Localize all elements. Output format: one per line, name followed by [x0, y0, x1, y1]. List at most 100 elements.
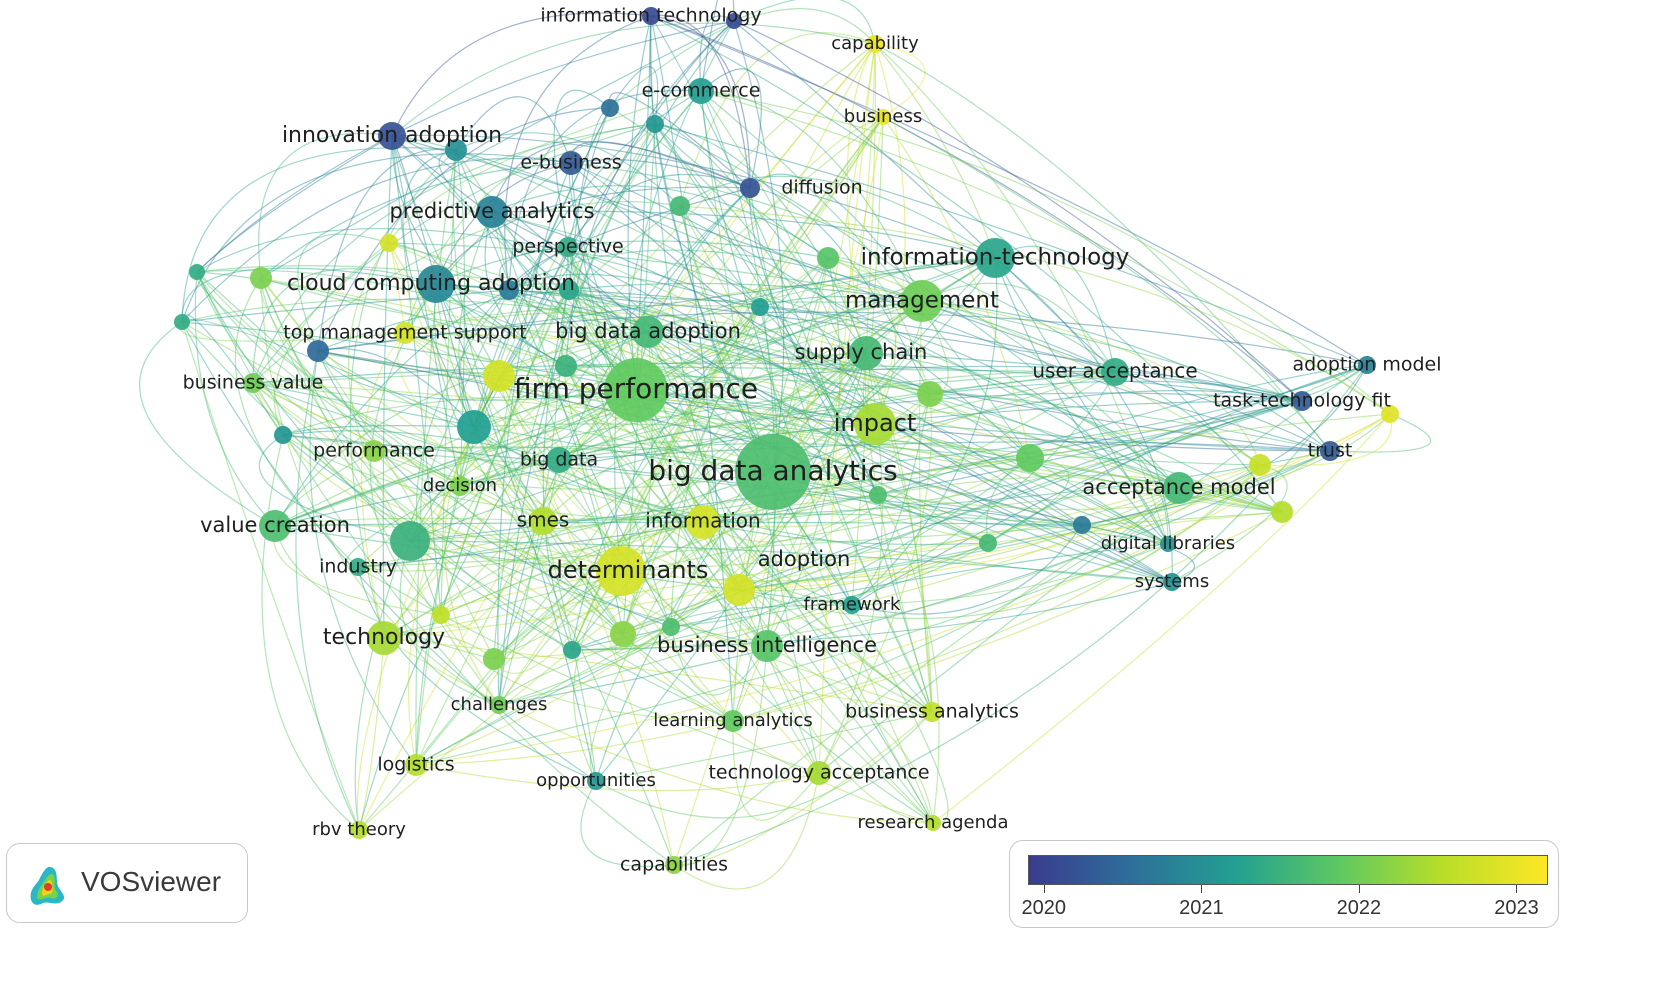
- keyword-node-information-technology[interactable]: [975, 238, 1015, 278]
- keyword-node-business-value[interactable]: [243, 373, 263, 393]
- keyword-node[interactable]: [457, 410, 491, 444]
- keyword-label-determinants[interactable]: determinants: [548, 556, 709, 584]
- keyword-node[interactable]: [307, 340, 329, 362]
- keyword-node-business[interactable]: [875, 109, 891, 125]
- keyword-node[interactable]: [979, 534, 997, 552]
- keyword-node-user-acceptance[interactable]: [1101, 358, 1129, 386]
- keyword-label-technology[interactable]: technology: [323, 625, 445, 650]
- keyword-node[interactable]: [274, 426, 292, 444]
- keyword-label-business-intelligence[interactable]: business intelligence: [657, 633, 877, 657]
- keyword-node[interactable]: [380, 234, 398, 252]
- keyword-node-challenges[interactable]: [490, 696, 508, 714]
- keyword-node[interactable]: [563, 641, 581, 659]
- keyword-label-big-data[interactable]: big data: [520, 449, 598, 471]
- keyword-node[interactable]: [670, 196, 690, 216]
- keyword-node-task-technology-fit[interactable]: [1292, 391, 1312, 411]
- keyword-node-business-analytics[interactable]: [922, 702, 942, 722]
- keyword-label-smes[interactable]: smes: [517, 508, 570, 532]
- keyword-node[interactable]: [250, 267, 272, 289]
- keyword-node-value-creation[interactable]: [259, 510, 291, 542]
- keyword-node-business-intelligence[interactable]: [751, 630, 783, 662]
- keyword-label-learning-analytics[interactable]: learning analytics: [653, 710, 813, 731]
- keyword-label-e-business[interactable]: e-business: [520, 152, 621, 174]
- keyword-node-management[interactable]: [901, 280, 943, 322]
- keyword-label-industry[interactable]: industry: [319, 556, 397, 578]
- keyword-node-top-management-support[interactable]: [394, 322, 416, 344]
- keyword-node-logistics[interactable]: [405, 754, 427, 776]
- keyword-node[interactable]: [726, 13, 742, 29]
- keyword-node-big-data[interactable]: [546, 447, 572, 473]
- keyword-label-rbv-theory[interactable]: rbv theory: [312, 819, 406, 840]
- keyword-label-challenges[interactable]: challenges: [451, 694, 548, 715]
- keyword-node[interactable]: [869, 486, 887, 504]
- keyword-label-adoption[interactable]: adoption: [758, 547, 851, 571]
- keyword-node-capability[interactable]: [866, 35, 884, 53]
- keyword-node-digital-libraries[interactable]: [1160, 536, 1176, 552]
- keyword-label-logistics[interactable]: logistics: [377, 754, 454, 776]
- keyword-label-big-data-analytics[interactable]: big data analytics: [648, 454, 897, 487]
- keyword-label-adoption-model[interactable]: adoption model: [1293, 354, 1442, 376]
- keyword-node[interactable]: [555, 355, 577, 377]
- keyword-node-industry[interactable]: [349, 558, 367, 576]
- keyword-label-management[interactable]: management: [845, 288, 999, 314]
- keyword-node-diffusion[interactable]: [740, 178, 760, 198]
- keyword-node-decision[interactable]: [450, 476, 470, 496]
- keyword-label-digital-libraries[interactable]: digital libraries: [1101, 533, 1235, 554]
- keyword-label-user-acceptance[interactable]: user acceptance: [1032, 359, 1197, 383]
- keyword-node-big-data-adoption[interactable]: [632, 316, 664, 348]
- keyword-label-task-technology-fit[interactable]: task-technology fit: [1213, 390, 1391, 412]
- keyword-label-perspective[interactable]: perspective: [512, 236, 623, 258]
- keyword-node[interactable]: [483, 648, 505, 670]
- keyword-node[interactable]: [174, 314, 190, 330]
- keyword-node[interactable]: [189, 264, 205, 280]
- keyword-label-information-technology[interactable]: information-technology: [861, 245, 1130, 271]
- keyword-label-performance[interactable]: performance: [313, 440, 435, 462]
- keyword-node-e-business[interactable]: [559, 151, 583, 175]
- keyword-node-systems[interactable]: [1163, 573, 1181, 591]
- keyword-node-impact[interactable]: [854, 403, 896, 445]
- keyword-label-information[interactable]: information: [645, 509, 760, 533]
- keyword-node-determinants[interactable]: [596, 546, 646, 596]
- keyword-node[interactable]: [1016, 444, 1044, 472]
- keyword-node-acceptance-model[interactable]: [1163, 472, 1195, 504]
- keyword-node-supply-chain[interactable]: [849, 336, 883, 370]
- keyword-label-opportunities[interactable]: opportunities: [536, 770, 656, 791]
- keyword-node[interactable]: [917, 381, 943, 407]
- keyword-label-impact[interactable]: impact: [834, 409, 917, 437]
- keyword-label-e-commerce[interactable]: e-commerce: [642, 80, 761, 102]
- keyword-node-smes[interactable]: [529, 507, 557, 535]
- keyword-label-top-management-support[interactable]: top management support: [283, 322, 526, 344]
- keyword-label-firm-performance[interactable]: firm performance: [514, 372, 758, 405]
- keyword-node-trust[interactable]: [1320, 441, 1340, 461]
- keyword-node-capabilities[interactable]: [665, 856, 683, 874]
- keyword-label-big-data-adoption[interactable]: big data adoption: [555, 319, 741, 343]
- keyword-node[interactable]: [559, 280, 579, 300]
- keyword-node-adoption-model[interactable]: [1358, 356, 1376, 374]
- keyword-node[interactable]: [390, 521, 430, 561]
- keyword-node[interactable]: [601, 99, 619, 117]
- keyword-label-systems[interactable]: systems: [1135, 571, 1209, 592]
- keyword-label-cloud-computing-adoption[interactable]: cloud computing adoption: [287, 271, 575, 296]
- keyword-node-performance[interactable]: [363, 440, 385, 462]
- keyword-label-innovation-adoption[interactable]: innovation adoption: [282, 123, 502, 148]
- keyword-label-supply-chain[interactable]: supply chain: [795, 340, 928, 364]
- keyword-node[interactable]: [662, 618, 680, 636]
- keyword-node-technology-acceptance[interactable]: [807, 761, 831, 785]
- keyword-label-capabilities[interactable]: capabilities: [620, 854, 728, 876]
- keyword-node-innovation-adoption[interactable]: [378, 122, 406, 150]
- keyword-label-business-analytics[interactable]: business analytics: [845, 701, 1019, 723]
- keyword-node-information-technology[interactable]: [642, 7, 660, 25]
- keyword-node-learning-analytics[interactable]: [722, 710, 744, 732]
- keyword-node-technology[interactable]: [367, 621, 401, 655]
- keyword-node[interactable]: [499, 280, 519, 300]
- keyword-node-framework[interactable]: [843, 596, 861, 614]
- keyword-node[interactable]: [1271, 501, 1293, 523]
- keyword-node[interactable]: [646, 115, 664, 133]
- keyword-label-decision[interactable]: decision: [423, 475, 497, 496]
- keyword-node[interactable]: [817, 247, 839, 269]
- keyword-node-information[interactable]: [686, 505, 720, 539]
- keyword-label-value-creation[interactable]: value creation: [200, 513, 350, 537]
- keyword-node-rbv-theory[interactable]: [350, 821, 368, 839]
- keyword-node[interactable]: [751, 298, 769, 316]
- keyword-node-cloud-computing-adoption[interactable]: [417, 265, 455, 303]
